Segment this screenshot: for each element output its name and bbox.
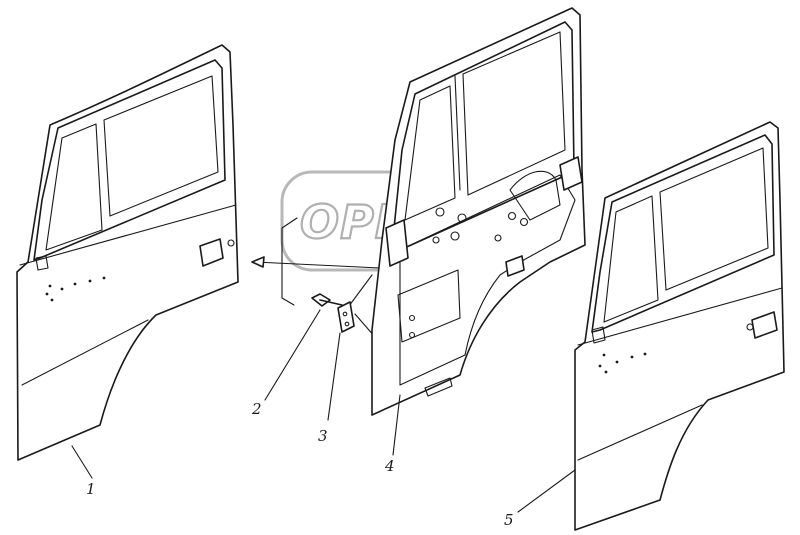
inner-frame-hole xyxy=(450,231,460,241)
inner-frame-window-front xyxy=(404,85,456,221)
left-door-window-main xyxy=(103,75,219,217)
callout-2: 2 xyxy=(251,400,262,418)
right-door-window-frame xyxy=(591,134,775,333)
left-door-outline xyxy=(16,44,239,461)
part-3-hinge-plate xyxy=(337,301,355,333)
left-door-window-frame xyxy=(33,59,226,261)
right-door-lock xyxy=(746,323,754,331)
right-door-window-front xyxy=(603,195,659,323)
inner-frame-latch xyxy=(505,255,525,277)
part-2-bolt xyxy=(311,293,343,307)
left-door-rivet xyxy=(102,276,106,280)
leader-1 xyxy=(71,445,93,479)
inner-frame-cutout-2 xyxy=(509,170,561,221)
left-door-rivet xyxy=(60,287,64,291)
right-door-body-line xyxy=(577,404,703,461)
left-door-rivet xyxy=(88,279,92,283)
callout-4: 4 xyxy=(384,457,395,475)
left-door-rivet xyxy=(50,298,54,302)
inner-frame-window xyxy=(391,21,575,251)
arrow-to-left-door xyxy=(254,261,381,269)
inner-frame-sill xyxy=(424,377,453,397)
left-door-handle xyxy=(199,238,224,267)
right-door-body-line-2 xyxy=(577,287,783,346)
arrow-head-left xyxy=(251,256,265,268)
part-1-left-door-panel xyxy=(16,44,239,461)
right-door-rivet xyxy=(615,360,619,364)
callout-5: 5 xyxy=(504,511,514,529)
leader-lines xyxy=(71,309,576,513)
inner-frame-hole xyxy=(494,234,502,242)
right-door-mirror-mount xyxy=(591,326,606,344)
right-door-handle xyxy=(751,311,778,339)
right-door-outline xyxy=(574,121,785,531)
leader-3 xyxy=(327,332,341,421)
inner-frame-hole xyxy=(408,314,416,322)
inner-frame-hole xyxy=(457,213,467,223)
right-door-rivet xyxy=(602,353,606,357)
left-door-mirror-mount xyxy=(35,255,49,271)
inner-frame-panel xyxy=(399,174,576,386)
inner-frame-hole xyxy=(435,207,445,217)
right-door-rivet xyxy=(604,370,608,374)
left-door-rivet xyxy=(48,284,52,288)
left-door-rivet xyxy=(73,282,77,286)
left-door-rivet xyxy=(45,292,49,296)
leader-2 xyxy=(264,309,321,401)
inner-frame-hinge-upper xyxy=(385,219,409,267)
part-4-inner-door-frame xyxy=(371,7,586,416)
inner-frame-outline xyxy=(371,7,586,416)
left-door-body-line xyxy=(21,319,149,386)
inner-frame-window-inner xyxy=(462,31,566,196)
leader-5 xyxy=(517,469,576,513)
left-door-window-front xyxy=(45,123,103,251)
callout-1: 1 xyxy=(86,480,96,498)
callout-3: 3 xyxy=(318,427,328,445)
leader-4 xyxy=(392,394,401,456)
bolt-shank xyxy=(319,299,343,306)
right-door-rivet xyxy=(598,364,602,368)
inner-frame-hole xyxy=(408,331,416,339)
callouts: 1 2 3 4 5 xyxy=(86,400,514,529)
left-door-lock xyxy=(227,239,235,247)
hinge-hole xyxy=(344,321,350,327)
inner-frame-hinge-lower xyxy=(559,156,583,191)
inner-frame-window-divider xyxy=(454,75,461,191)
right-door-rivet xyxy=(630,355,634,359)
right-door-rivet xyxy=(643,352,647,356)
part-5-right-door-panel xyxy=(574,121,785,531)
hinge-hole xyxy=(342,311,348,317)
hinge-plate xyxy=(337,301,355,333)
left-door-body-line-2 xyxy=(19,204,237,266)
inner-frame-hole xyxy=(432,236,440,244)
inner-frame-hole xyxy=(507,211,517,221)
right-door-window-main xyxy=(659,147,769,291)
inner-frame-hole xyxy=(519,217,529,227)
inner-frame-cutout xyxy=(397,269,461,343)
